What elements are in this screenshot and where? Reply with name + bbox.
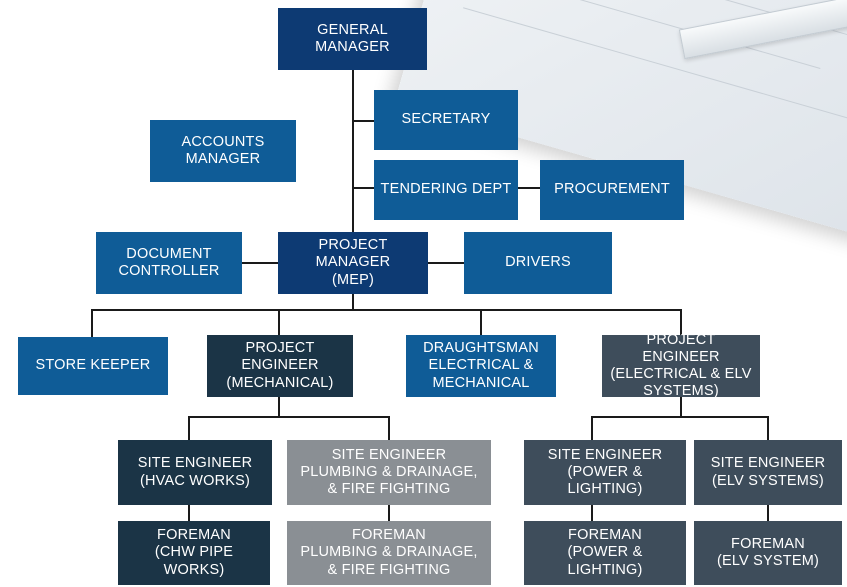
site-engineer-hvac-box: SITE ENGINEER (HVAC WORKS) bbox=[118, 440, 272, 505]
site-engineer-power-box: SITE ENGINEER (POWER & LIGHTING) bbox=[524, 440, 686, 505]
draughtsman-box: DRAUGHTSMAN ELECTRICAL & MECHANICAL bbox=[406, 335, 556, 397]
tendering-dept-box: TENDERING DEPT bbox=[374, 160, 518, 220]
foreman-power-box: FOREMAN (POWER & LIGHTING) bbox=[524, 521, 686, 585]
project-engineer-electrical-box: PROJECT ENGINEER (ELECTRICAL & ELV SYSTE… bbox=[602, 332, 760, 399]
site-engineer-elv-box: SITE ENGINEER (ELV SYSTEMS) bbox=[694, 440, 842, 505]
general-manager-box: GENERAL MANAGER bbox=[278, 8, 427, 70]
foreman-elv-box: FOREMAN (ELV SYSTEM) bbox=[694, 521, 842, 585]
secretary-box: SECRETARY bbox=[374, 90, 518, 150]
store-keeper-box: STORE KEEPER bbox=[18, 337, 168, 395]
drivers-box: DRIVERS bbox=[464, 232, 612, 294]
project-engineer-mechanical-box: PROJECT ENGINEER (MECHANICAL) bbox=[207, 335, 353, 397]
procurement-box: PROCUREMENT bbox=[540, 160, 684, 220]
foreman-plumbing-box: FOREMAN PLUMBING & DRAINAGE, & FIRE FIGH… bbox=[287, 521, 491, 585]
project-manager-box: PROJECT MANAGER (MEP) bbox=[278, 232, 428, 294]
document-controller-box: DOCUMENT CONTROLLER bbox=[96, 232, 242, 294]
foreman-chw-box: FOREMAN (CHW PIPE WORKS) bbox=[118, 521, 270, 585]
accounts-manager-box: ACCOUNTS MANAGER bbox=[150, 120, 296, 182]
site-engineer-plumbing-box: SITE ENGINEER PLUMBING & DRAINAGE, & FIR… bbox=[287, 440, 491, 505]
